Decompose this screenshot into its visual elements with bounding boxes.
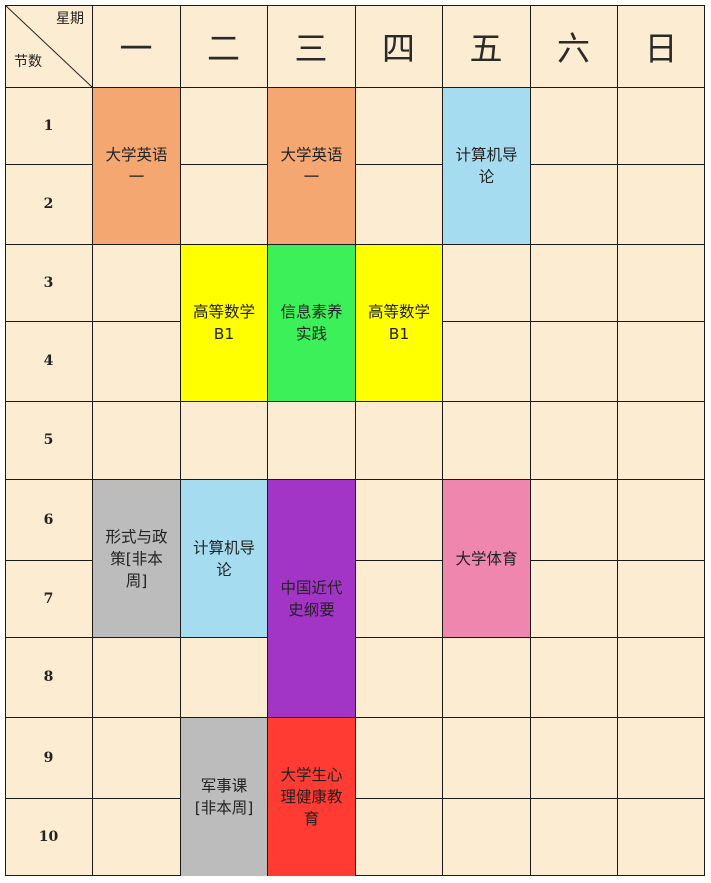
weekday-axis-label: 星期 xyxy=(56,11,84,27)
course-block[interactable]: 大学体育 xyxy=(443,480,530,637)
period-label: 5 xyxy=(43,432,54,448)
grid-hline xyxy=(5,560,705,561)
grid-vline xyxy=(5,5,6,876)
day-header: 六 xyxy=(557,29,590,68)
period-label: 7 xyxy=(43,590,54,607)
grid-vline xyxy=(530,5,531,876)
course-block[interactable]: 军事课 [非本周] xyxy=(181,718,267,876)
grid-hline xyxy=(5,637,705,638)
course-block[interactable]: 大学生心 理健康教 育 xyxy=(268,718,355,876)
grid-hline xyxy=(5,875,705,876)
day-header: 四 xyxy=(382,29,415,68)
day-header: 三 xyxy=(294,29,328,68)
section-axis-label: 节数 xyxy=(14,54,42,70)
day-header: 五 xyxy=(469,29,503,68)
grid-hline xyxy=(5,401,705,402)
period-label: 1 xyxy=(43,117,54,134)
course-block[interactable]: 计算机导 论 xyxy=(443,88,530,244)
course-block[interactable]: 形式与政 策[非本 周] xyxy=(93,480,180,637)
course-block[interactable]: 信息素养 实践 xyxy=(268,245,355,401)
grid-vline xyxy=(92,5,93,876)
period-label: 9 xyxy=(43,749,54,766)
grid-hline xyxy=(5,244,705,245)
grid-vline xyxy=(617,5,618,876)
grid-hline xyxy=(5,321,705,322)
grid-vline xyxy=(355,5,356,876)
period-label: 6 xyxy=(43,511,54,528)
period-label: 2 xyxy=(43,196,54,212)
period-label: 8 xyxy=(43,669,54,685)
course-block[interactable]: 大学英语 一 xyxy=(93,88,180,244)
corner-header-cell: 星期 节数 xyxy=(5,5,92,87)
grid-hline xyxy=(5,164,705,165)
day-header: 日 xyxy=(644,29,678,68)
course-block[interactable]: 高等数学 B1 xyxy=(181,245,267,401)
day-header: 一 xyxy=(119,29,153,68)
course-block[interactable]: 大学英语 一 xyxy=(268,88,355,244)
grid-vline xyxy=(704,5,705,876)
day-header: 二 xyxy=(207,29,240,68)
period-label: 10 xyxy=(38,829,59,845)
grid-hline xyxy=(5,798,705,799)
period-label: 4 xyxy=(43,353,54,369)
corner-diagonal-line xyxy=(5,5,92,87)
grid-hline xyxy=(5,479,705,480)
grid-hline xyxy=(5,717,705,718)
grid-vline xyxy=(267,5,268,876)
grid-vline xyxy=(442,5,443,876)
course-block[interactable]: 计算机导 论 xyxy=(181,480,267,637)
period-label: 3 xyxy=(43,274,54,291)
course-block[interactable]: 高等数学 B1 xyxy=(356,245,442,401)
grid-hline xyxy=(5,5,705,6)
grid-vline xyxy=(180,5,181,876)
grid-hline xyxy=(5,87,705,88)
course-block[interactable]: 中国近代 史纲要 xyxy=(268,480,355,717)
